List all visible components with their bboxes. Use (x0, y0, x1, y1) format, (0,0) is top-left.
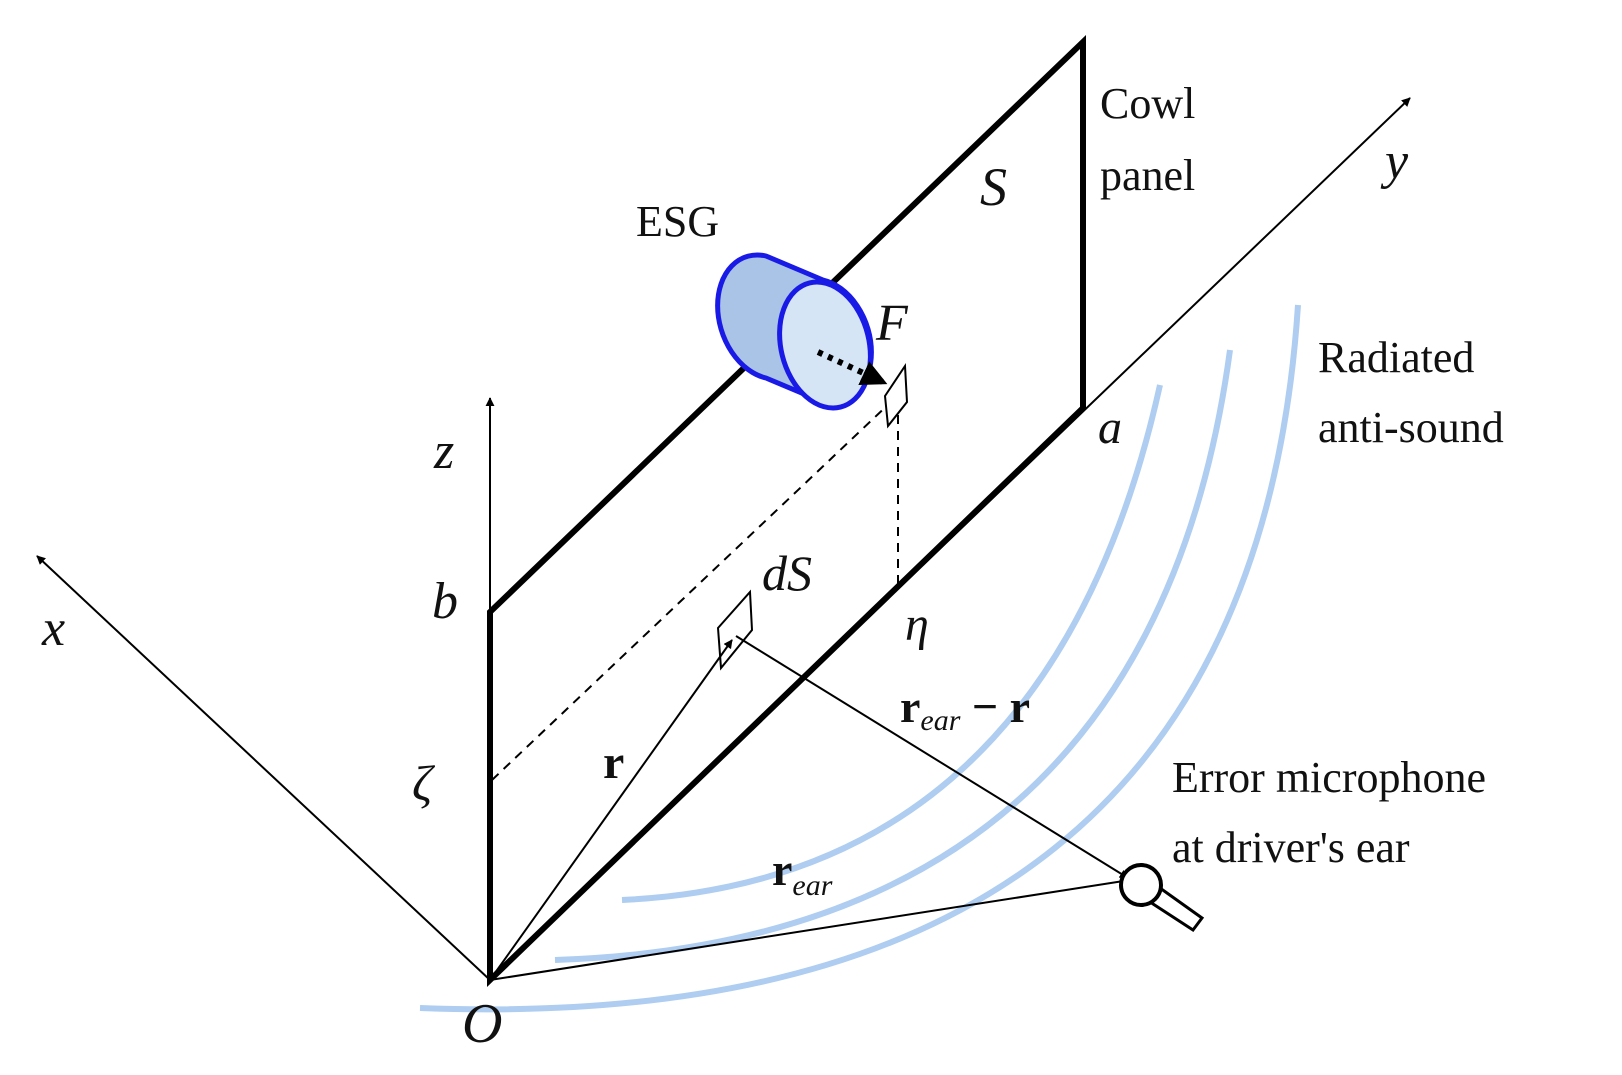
element-at-F (883, 362, 909, 429)
vector-r-ear-minus-r (735, 635, 1129, 879)
esg-face (777, 279, 873, 411)
element-label-dS: dS (762, 545, 812, 601)
r-ear-minus-r-tail: − r (960, 681, 1030, 732)
vector-label-r: r (603, 736, 624, 789)
vector-r (489, 639, 733, 981)
wave-arc-3 (419, 304, 1301, 1013)
projection-lines (491, 399, 899, 781)
vector-label-r-ear: rear (772, 844, 833, 902)
esg-label: ESG (636, 197, 719, 246)
vector-label-r-ear-minus-r: rear − r (900, 681, 1030, 737)
wave-arc-2 (554, 349, 1233, 963)
error-mic-label-line2: at driver's ear (1172, 823, 1410, 872)
panel-outline (487, 34, 1086, 988)
element-dS (716, 589, 754, 671)
eta-label: η (905, 598, 929, 651)
microphone-head (1119, 863, 1163, 907)
r-ear-minus-r-main: r (900, 681, 920, 732)
zeta-label: ζ (412, 755, 436, 811)
panel-height-label-b: b (432, 573, 458, 630)
panel-label-S: S (980, 157, 1007, 217)
cowl-label-line2: panel (1100, 151, 1195, 200)
cowl-panel-frame (487, 34, 1086, 988)
wave-arc-1 (621, 384, 1163, 903)
origin-label-O: O (462, 993, 502, 1055)
labels: Cowl panel S y ESG F Radiated anti-sound… (41, 79, 1504, 1055)
z-axis-label: z (433, 423, 454, 480)
radiated-label-line1: Radiated (1318, 333, 1474, 382)
position-vectors (489, 635, 1131, 981)
x-axis-label: x (41, 600, 65, 657)
x-axis (36, 555, 491, 981)
microphone-icon (1119, 863, 1205, 933)
esg-cylinder (715, 252, 874, 411)
zeta-projection (491, 399, 894, 781)
r-ear-subscript: ear (792, 869, 832, 902)
panel-width-label-a: a (1098, 401, 1122, 454)
radiated-label-line2: anti-sound (1318, 403, 1504, 452)
r-ear-main: r (772, 844, 792, 895)
error-mic-label-line1: Error microphone (1172, 753, 1486, 802)
vector-r-ear (489, 876, 1131, 981)
force-arrow (816, 349, 888, 386)
cowl-label-line1: Cowl (1100, 79, 1195, 128)
radiated-wave-arcs (419, 304, 1301, 1013)
y-axis-label: y (1380, 133, 1409, 190)
r-ear-minus-r-subscript: ear (920, 704, 960, 737)
force-label-F: F (875, 295, 909, 352)
